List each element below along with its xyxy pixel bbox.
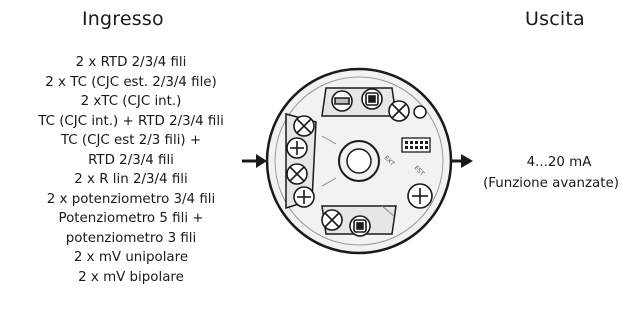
input-type-item: 2 x potenziometro 3/4 fili [46,191,216,207]
input-type-item: 2 x TC (CJC est. 2/3/4 file) [45,74,217,90]
input-type-item: TC (CJC int.) + RTD 2/3/4 fili [38,113,224,129]
output-text-block: 4...20 mA (Funzione avanzate) [473,152,629,194]
input-type-item: 2 x RTD 2/3/4 fili [75,55,187,70]
input-type-item: 2 x mV bipolare [78,269,184,285]
terminal-screws [286,88,433,237]
transmitter-device-illustration: EXT EST [265,67,453,255]
mounting-hole [413,105,427,119]
output-value: 4...20 mA [526,155,592,170]
input-type-item: RTD 2/3/4 fili [88,152,174,168]
input-arrow [242,154,267,168]
output-title: Uscita [525,8,585,30]
pcb-connector [401,137,431,153]
input-type-item: 2 x mV unipolare [73,250,189,265]
input-type-item: 2 xTC (CJC int.) [80,94,182,109]
input-title: Ingresso [82,8,164,30]
output-note: (Funzione avanzate) [483,176,619,191]
input-type-item: Potenziometro 5 fili + [58,211,204,226]
input-type-item: TC (CJC est 2/3 fili) + [60,133,202,148]
input-type-list: 2 x RTD 2/3/4 fili 2 x TC (CJC est. 2/3/… [0,53,262,287]
input-type-item: 2 x R lin 2/3/4 fili [74,172,188,187]
input-type-item: potenziometro 3 fili [65,230,197,246]
